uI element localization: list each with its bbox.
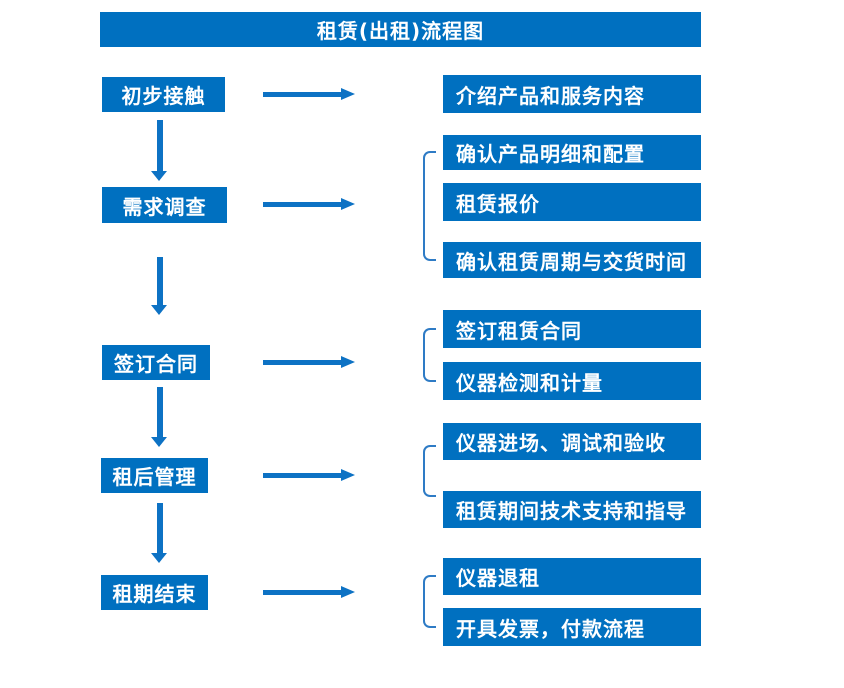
step-box-rental-end: 租期结束 (101, 575, 208, 610)
arrow-shaft (156, 120, 163, 172)
right-arrow-connector-3 (263, 356, 355, 369)
step-box-sign-contract: 签订合同 (102, 345, 210, 380)
right-arrow-connector-1 (263, 88, 355, 101)
arrow-shaft (156, 387, 163, 438)
step-box-initial-contact: 初步接触 (102, 77, 225, 112)
down-arrow-connector-2 (151, 257, 168, 315)
arrow-shaft (156, 257, 163, 306)
arrow-head (151, 437, 167, 447)
down-arrow-connector-3 (151, 387, 168, 447)
detail-box-technical-support: 租赁期间技术支持和指导 (443, 491, 701, 528)
arrow-head (151, 305, 167, 315)
detail-box-instrument-return: 仪器退租 (443, 558, 701, 595)
arrow-shaft (263, 360, 343, 365)
down-arrow-connector-1 (151, 120, 168, 181)
arrow-shaft (263, 202, 343, 207)
detail-box-instrument-testing: 仪器检测和计量 (443, 362, 701, 400)
right-arrow-connector-4 (263, 469, 355, 482)
detail-label: 仪器进场、调试和验收 (456, 431, 666, 455)
detail-label: 确认租赁周期与交货时间 (456, 249, 687, 274)
step-label: 租期结束 (112, 582, 197, 606)
detail-label: 租赁报价 (456, 191, 540, 216)
detail-label: 仪器退租 (456, 566, 540, 590)
bracket-group-sign-contract (423, 328, 436, 382)
detail-label: 介绍产品和服务内容 (456, 83, 645, 108)
arrow-head (341, 198, 355, 210)
page-title: 租赁(出租)流程图 (316, 19, 485, 43)
title-bar: 租赁(出租)流程图 (100, 12, 701, 47)
detail-label: 租赁期间技术支持和指导 (456, 499, 687, 523)
arrow-head (341, 586, 355, 598)
step-box-demand-survey: 需求调查 (102, 187, 227, 223)
arrow-shaft (156, 503, 163, 554)
detail-box-confirm-period-delivery: 确认租赁周期与交货时间 (443, 242, 701, 278)
step-box-post-rental-management: 租后管理 (101, 458, 208, 493)
step-label: 签订合同 (114, 352, 198, 376)
right-arrow-connector-2 (263, 198, 355, 211)
detail-box-introduce-products: 介绍产品和服务内容 (443, 75, 701, 113)
arrow-head (151, 171, 167, 181)
arrow-shaft (263, 92, 343, 97)
bracket-group-demand-survey (423, 151, 436, 261)
down-arrow-connector-4 (151, 503, 168, 563)
arrow-head (151, 553, 167, 563)
detail-label: 开具发票，付款流程 (456, 616, 645, 641)
arrow-head (341, 356, 355, 368)
detail-box-invoice-payment: 开具发票，付款流程 (443, 608, 701, 646)
arrow-shaft (263, 590, 343, 595)
detail-label: 签订租赁合同 (456, 318, 582, 343)
detail-box-confirm-product-config: 确认产品明细和配置 (443, 135, 701, 170)
step-label: 租后管理 (112, 465, 197, 489)
step-label: 初步接触 (121, 84, 206, 108)
arrow-head (341, 469, 355, 481)
bracket-group-post-rental (423, 445, 436, 497)
detail-box-rental-quotation: 租赁报价 (443, 183, 701, 221)
arrow-head (341, 88, 355, 100)
bracket-group-rental-end (423, 575, 436, 628)
detail-box-instrument-setup-acceptance: 仪器进场、调试和验收 (443, 423, 701, 460)
arrow-shaft (263, 473, 343, 478)
detail-label: 确认产品明细和配置 (456, 142, 645, 166)
detail-box-sign-rental-contract: 签订租赁合同 (443, 310, 701, 348)
detail-label: 仪器检测和计量 (456, 370, 603, 395)
right-arrow-connector-5 (263, 586, 355, 599)
step-label: 需求调查 (122, 194, 207, 219)
